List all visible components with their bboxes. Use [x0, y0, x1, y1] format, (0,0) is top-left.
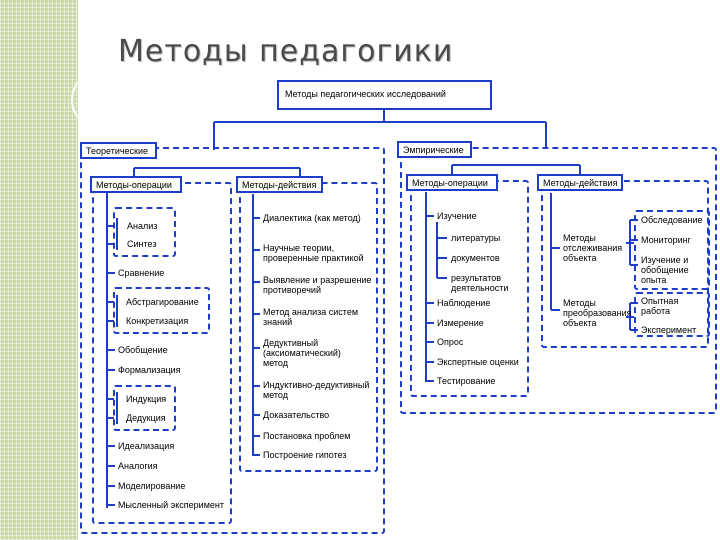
theoretical-label: Теоретические	[86, 146, 149, 156]
decorative-circles	[71, 71, 129, 129]
empirical-actions-label: Методы-действия	[543, 178, 618, 188]
theoretical-operations-label: Методы-операции	[96, 180, 172, 190]
list-item: результатов деятельности	[451, 273, 509, 293]
list-item: Постановка проблем	[263, 431, 351, 441]
list-item: Эксперимент	[641, 325, 697, 335]
empirical-group	[400, 147, 717, 414]
list-item: Дедукция	[126, 413, 166, 423]
empirical-label-box: Эмпирические	[397, 141, 472, 158]
transformation-methods: Методы преобразования объекта	[563, 298, 632, 328]
theoretical-label-box: Теоретические	[80, 142, 157, 159]
list-item: Построение гипотез	[263, 450, 347, 460]
list-item: Экспертные оценки	[437, 357, 519, 367]
list-item: Индуктивно-дедуктивный метод	[263, 380, 370, 400]
list-item: Наблюдение	[437, 298, 491, 308]
list-item: Абстрагирование	[126, 297, 199, 307]
list-item: Обобщение	[118, 345, 168, 355]
list-item: литературы	[451, 233, 501, 243]
list-item: Измерение	[437, 318, 484, 328]
theoretical-actions-column	[239, 182, 378, 472]
empirical-label: Эмпирические	[403, 145, 464, 155]
decorative-stripe	[0, 0, 78, 540]
list-item: Формализация	[118, 365, 181, 375]
list-item: Аналогия	[118, 461, 158, 471]
list-item: Индукция	[126, 394, 167, 404]
list-item: Обследование	[641, 215, 703, 225]
root-label: Методы педагогических исследований	[285, 89, 446, 99]
theoretical-actions-label: Методы-действия	[242, 180, 317, 190]
root-box: Методы педагогических исследований	[277, 80, 492, 110]
list-item: документов	[451, 253, 500, 263]
analysis-synthesis-group	[113, 207, 176, 257]
list-item: Мониторинг	[641, 235, 691, 245]
list-item: Научные теории, проверенные практикой	[263, 243, 364, 263]
list-item: Синтез	[127, 239, 157, 249]
empirical-operations-label: Методы-операции	[412, 178, 488, 188]
tracking-methods: Методы отслеживания объекта	[563, 233, 623, 263]
list-item: Изучение	[437, 211, 477, 221]
list-item: Анализ	[127, 221, 158, 231]
slide-title: Методы педагогики	[118, 34, 454, 69]
list-item: Тестирование	[437, 376, 496, 386]
list-item: Моделирование	[118, 481, 186, 491]
list-item: Диалектика (как метод)	[263, 213, 361, 223]
theoretical-actions-header: Методы-действия	[236, 176, 323, 193]
induction-deduction-group	[113, 385, 176, 431]
list-item: Метод анализа систем знаний	[263, 307, 359, 327]
list-item: Дедуктивный (аксиоматический) метод	[263, 338, 341, 368]
list-item: Конкретизация	[126, 316, 189, 326]
list-item: Сравнение	[118, 268, 165, 278]
theoretical-group	[80, 147, 385, 534]
list-item: Доказательство	[263, 410, 330, 420]
transformation-group	[634, 292, 710, 337]
list-item: Опрос	[437, 337, 464, 347]
theoretical-operations-header: Методы-операции	[90, 176, 182, 193]
list-item: Опытная работа	[641, 296, 679, 316]
empirical-operations-header: Методы-операции	[406, 174, 498, 191]
list-item: Мысленный эксперимент	[118, 500, 224, 510]
list-item: Идеализация	[118, 441, 175, 451]
list-item: Изучение и обобщение опыта	[641, 255, 689, 285]
list-item: Выявление и разрешение противоречий	[263, 275, 372, 295]
tracking-group	[634, 210, 710, 290]
empirical-actions-header: Методы-действия	[537, 174, 623, 191]
abstraction-group	[113, 287, 210, 334]
